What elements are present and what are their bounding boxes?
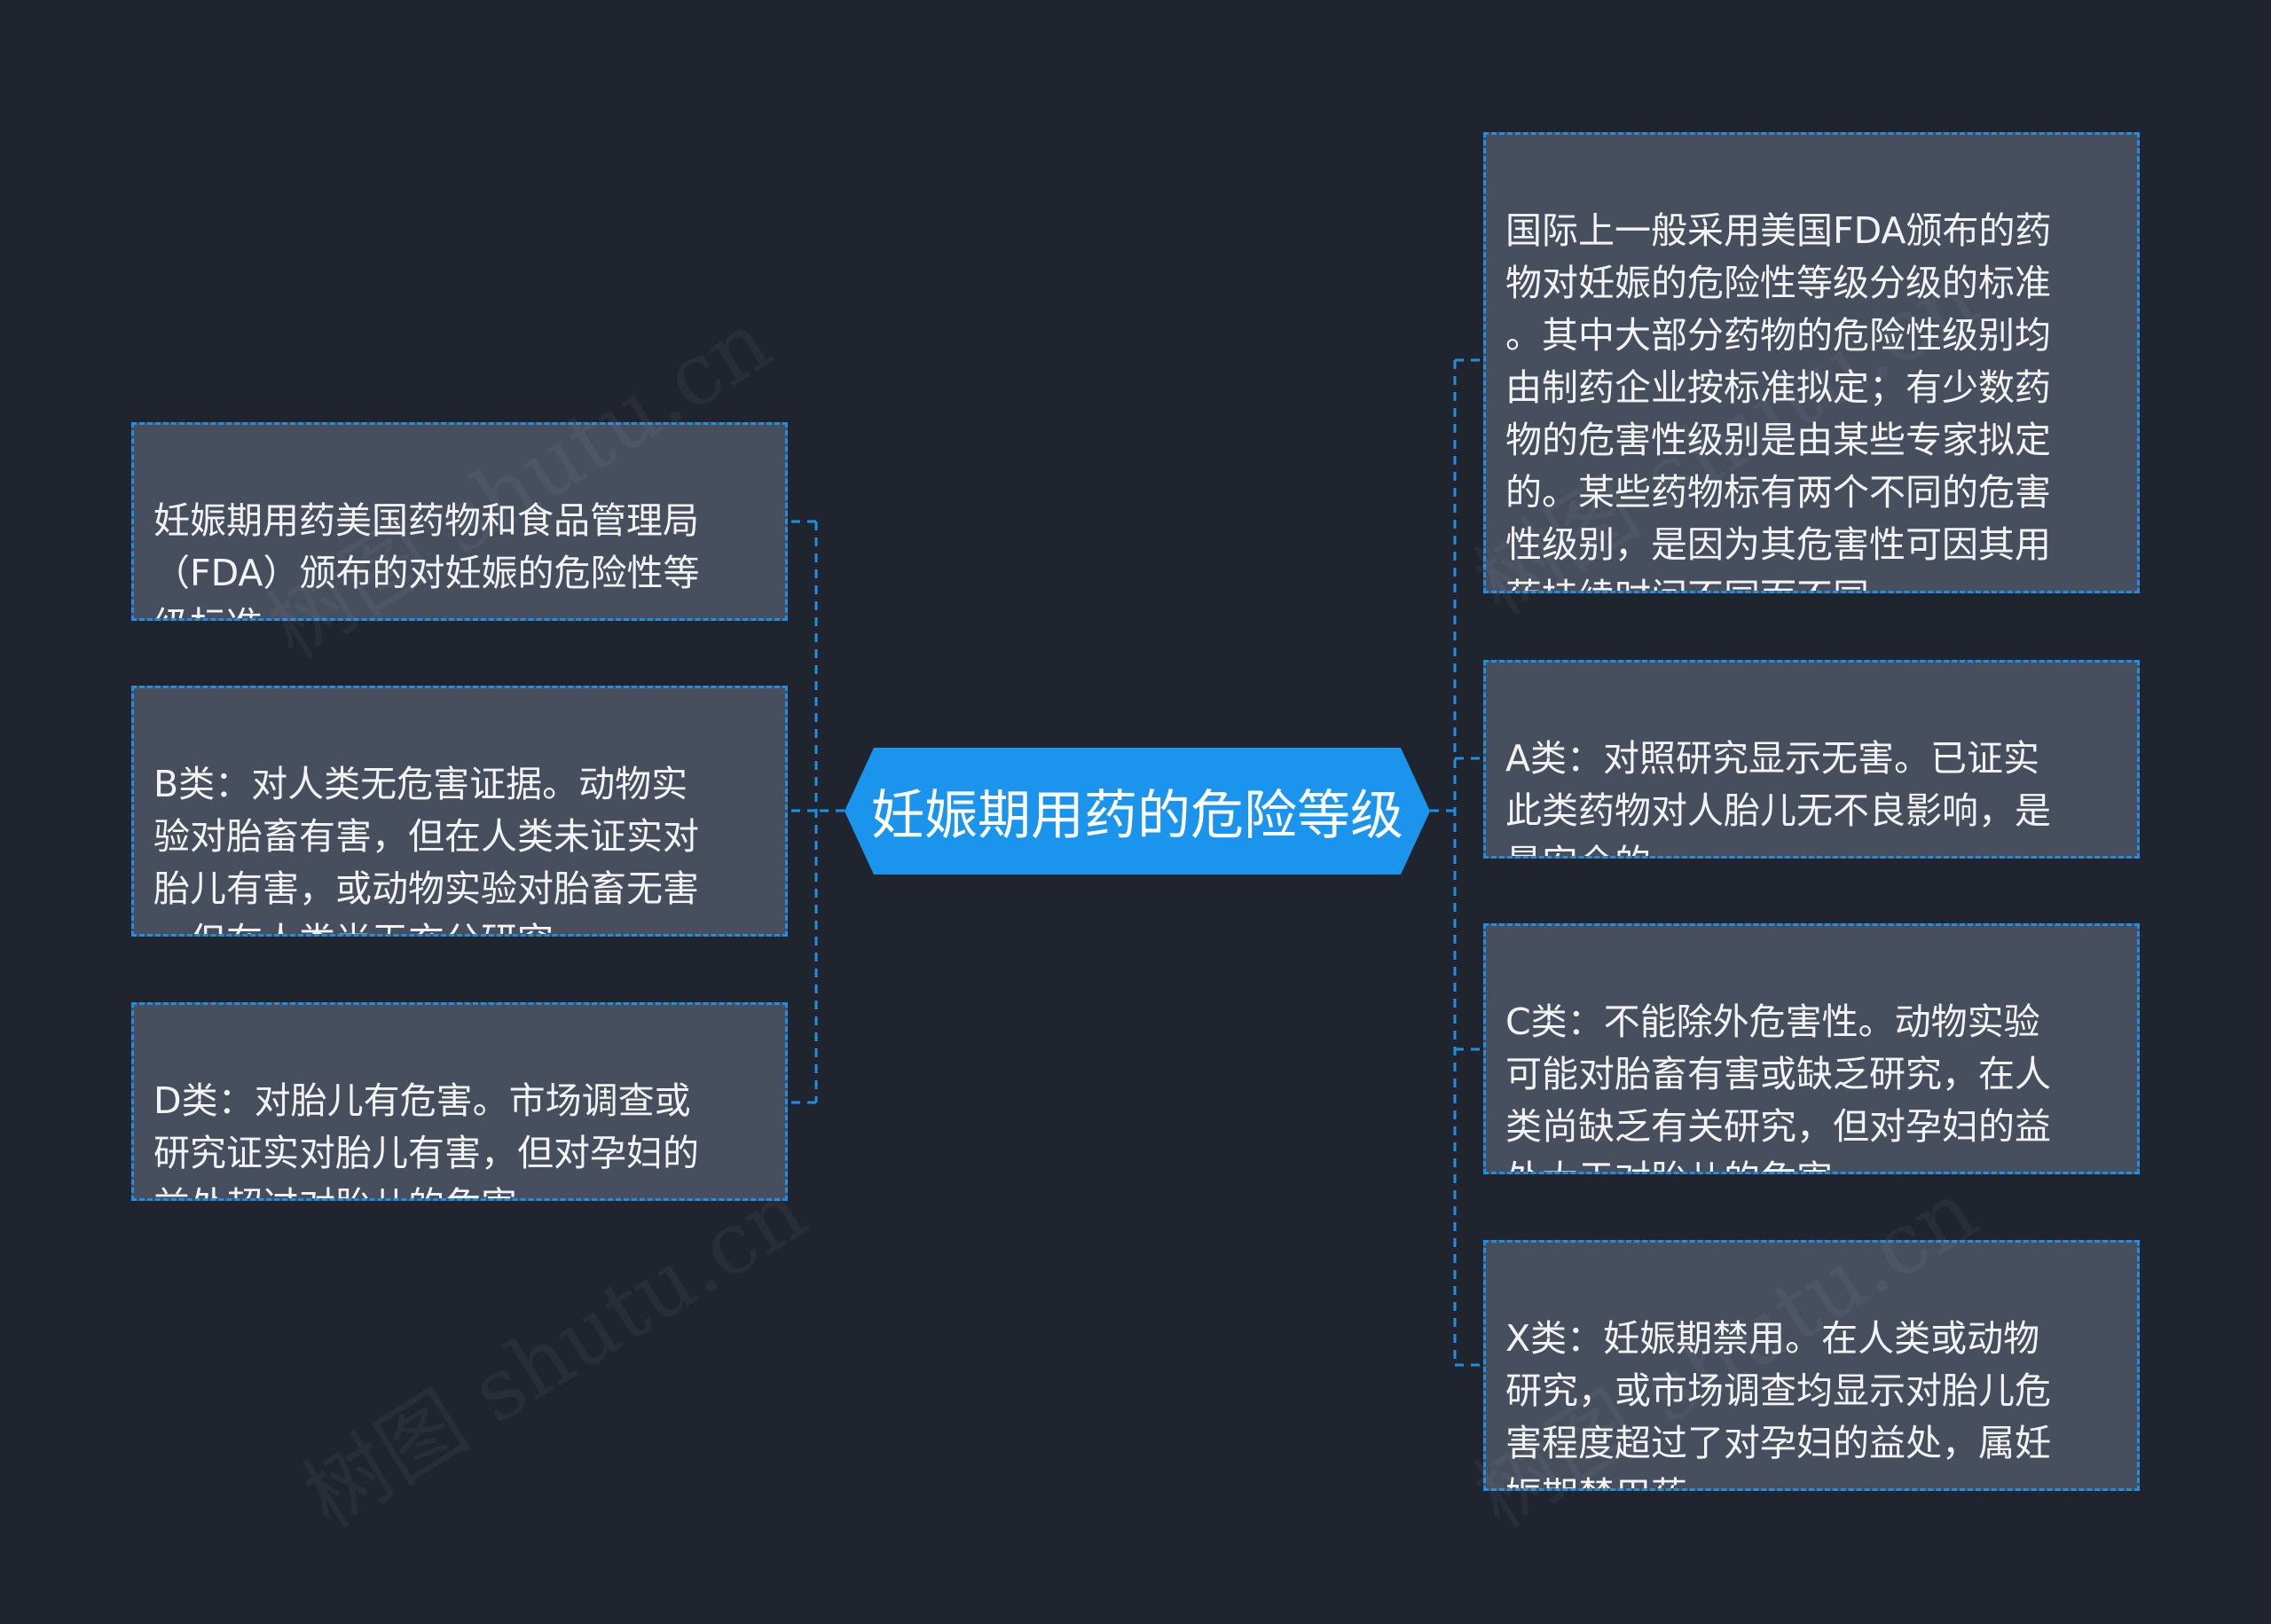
topic-category-x[interactable]: X类：妊娠期禁用。在人类或动物 研究，或市场调查均显示对胎儿危 害程度超过了对孕… <box>1483 1240 2140 1491</box>
topic-text: X类：妊娠期禁用。在人类或动物 研究，或市场调查均显示对胎儿危 害程度超过了对孕… <box>1505 1317 2051 1488</box>
root-topic-title: 妊娠期用药的危险等级 <box>871 785 1403 847</box>
topic-text: 国际上一般采用美国FDA颁布的药 物对妊娠的危险性等级分级的标准 。其中大部分药… <box>1505 209 2052 591</box>
topic-category-b[interactable]: B类：对人类无危害证据。动物实 验对胎畜有害，但在人类未证实对 胎儿有害，或动物… <box>131 686 788 937</box>
topic-text: C类：不能除外危害性。动物实验 可能对胎畜有害或缺乏研究，在人 类尚缺乏有关研究… <box>1505 1000 2051 1172</box>
topic-category-a[interactable]: A类：对照研究显示无害。已证实 此类药物对人胎儿无不良影响，是 最安全的。 <box>1483 660 2140 859</box>
topic-text: 妊娠期用药美国药物和食品管理局 （FDA）颁布的对妊娠的危险性等 级标准 <box>153 499 700 618</box>
topic-fda-standard[interactable]: 妊娠期用药美国药物和食品管理局 （FDA）颁布的对妊娠的危险性等 级标准 <box>131 422 788 621</box>
root-topic[interactable]: 妊娠期用药的危险等级 <box>845 748 1430 875</box>
topic-text: D类：对胎儿有危害。市场调查或 研究证实对胎儿有害，但对孕妇的 益处超过对胎儿的… <box>153 1079 699 1198</box>
topic-category-c[interactable]: C类：不能除外危害性。动物实验 可能对胎畜有害或缺乏研究，在人 类尚缺乏有关研究… <box>1483 923 2140 1174</box>
topic-text: A类：对照研究显示无害。已证实 此类药物对人胎儿无不良影响，是 最安全的。 <box>1505 737 2051 856</box>
topic-international-standard[interactable]: 国际上一般采用美国FDA颁布的药 物对妊娠的危险性等级分级的标准 。其中大部分药… <box>1483 132 2140 593</box>
topic-text: B类：对人类无危害证据。动物实 验对胎畜有害，但在人类未证实对 胎儿有害，或动物… <box>153 763 699 934</box>
topic-category-d[interactable]: D类：对胎儿有危害。市场调查或 研究证实对胎儿有害，但对孕妇的 益处超过对胎儿的… <box>131 1002 788 1201</box>
